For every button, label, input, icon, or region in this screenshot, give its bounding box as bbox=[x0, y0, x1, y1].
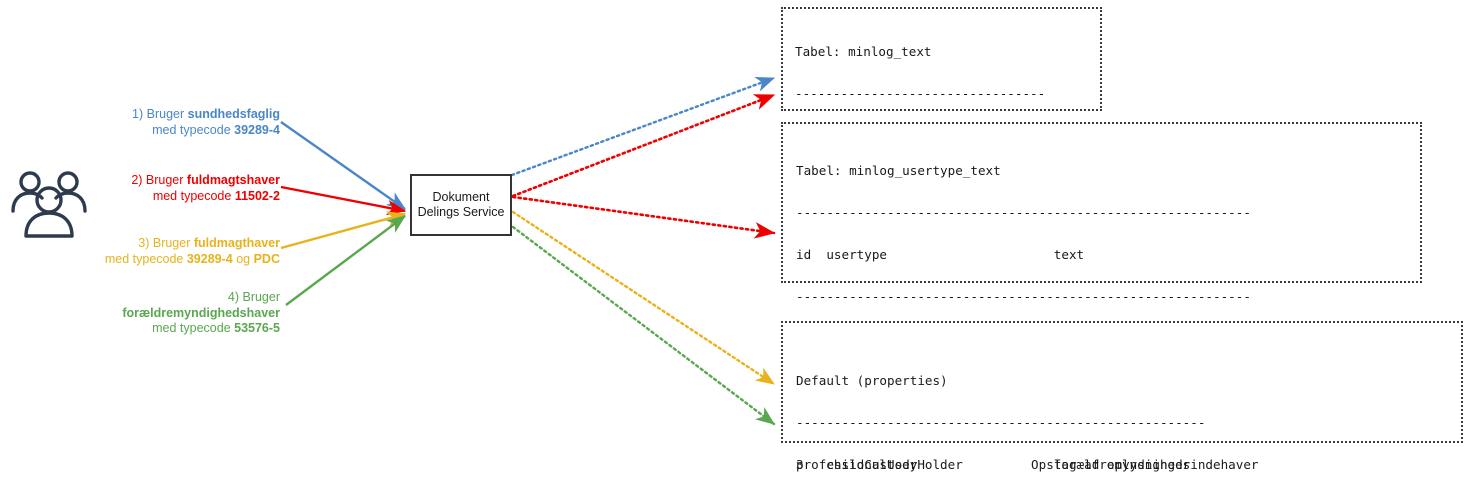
service-node-label-line2: Delings Service bbox=[417, 205, 505, 219]
flow-label-2-line2: med typecode 11502-2 bbox=[152, 188, 280, 203]
flow-label-2-line1: 2) Bruger fuldmagtshaver bbox=[131, 173, 280, 187]
arrow-flow-2-outbound-text bbox=[511, 93, 776, 198]
panel-3-title: Default (properties) bbox=[796, 373, 948, 388]
panel-1-title: Tabel: minlog_text bbox=[795, 44, 932, 59]
flow-label-4-line1: 4) Bruger bbox=[227, 290, 280, 304]
arrow-flow-1-outbound bbox=[510, 76, 776, 177]
panel-minlog-usertype-text: Tabel: minlog_usertype_text ------------… bbox=[781, 122, 1422, 472]
panel-2-rule-mid: ----------------------------------------… bbox=[796, 289, 1251, 304]
flow-label-1: 1) Bruger sundhedsfaglig med typecode 39… bbox=[60, 107, 280, 138]
arrow-flow-4-outbound bbox=[511, 225, 776, 426]
flow-label-2: 2) Bruger fuldmagtshaver med typecode 11… bbox=[60, 173, 280, 204]
flow-label-4-line3: med typecode 53576-5 bbox=[152, 321, 280, 335]
flow-label-1-line1: 1) Bruger sundhedsfaglig bbox=[132, 107, 280, 121]
arrow-flow-2-inbound bbox=[280, 185, 407, 216]
panel-3-rule-top: ----------------------------------------… bbox=[796, 415, 1206, 430]
flow-label-4-line2: forældremyndighedshaver bbox=[122, 305, 280, 320]
flow-label-4: 4) Bruger forældremyndighedshaver med ty… bbox=[50, 290, 280, 337]
service-node-label: Dokument Delings Service bbox=[418, 190, 505, 220]
panel-2-rule-top: ----------------------------------------… bbox=[796, 205, 1251, 220]
service-node-label-line1: Dokument bbox=[432, 190, 490, 204]
panel-minlog-text: Tabel: minlog_text ---------------------… bbox=[781, 7, 1102, 269]
flow-label-3-line1: 3) Bruger fuldmagthaver bbox=[138, 236, 280, 250]
panel-2-header: id usertype text bbox=[796, 247, 1085, 262]
arrow-flow-4-inbound bbox=[285, 215, 406, 306]
flow-label-1-line2: med typecode 39289-4 bbox=[152, 122, 280, 137]
arrow-flow-1-inbound bbox=[280, 121, 406, 210]
arrow-flow-3-inbound bbox=[280, 211, 407, 250]
arrow-flow-2-outbound-usertype bbox=[511, 195, 776, 239]
flow-label-3-line2: med typecode 39289-4 og PDC bbox=[104, 251, 280, 266]
list-item: professionalUser Opslag af oplysninger bbox=[796, 457, 1191, 472]
users-group-icon bbox=[11, 171, 87, 238]
flow-label-3: 3) Bruger fuldmagthaver med typecode 392… bbox=[50, 236, 280, 267]
panel-2-title: Tabel: minlog_usertype_text bbox=[796, 163, 1001, 178]
arrow-flow-3-outbound bbox=[511, 210, 776, 386]
service-node-dokument-delings-service[interactable]: Dokument Delings Service bbox=[410, 174, 512, 236]
table-row: 3 childCustodyHolder forældremyndighedsi… bbox=[796, 457, 1259, 472]
panel-1-rule-top: --------------------------------- bbox=[795, 86, 1046, 101]
panel-default-properties: Default (properties) -------------------… bbox=[781, 321, 1463, 472]
panel-default-properties-body: Default (properties) -------------------… bbox=[796, 346, 1433, 478]
